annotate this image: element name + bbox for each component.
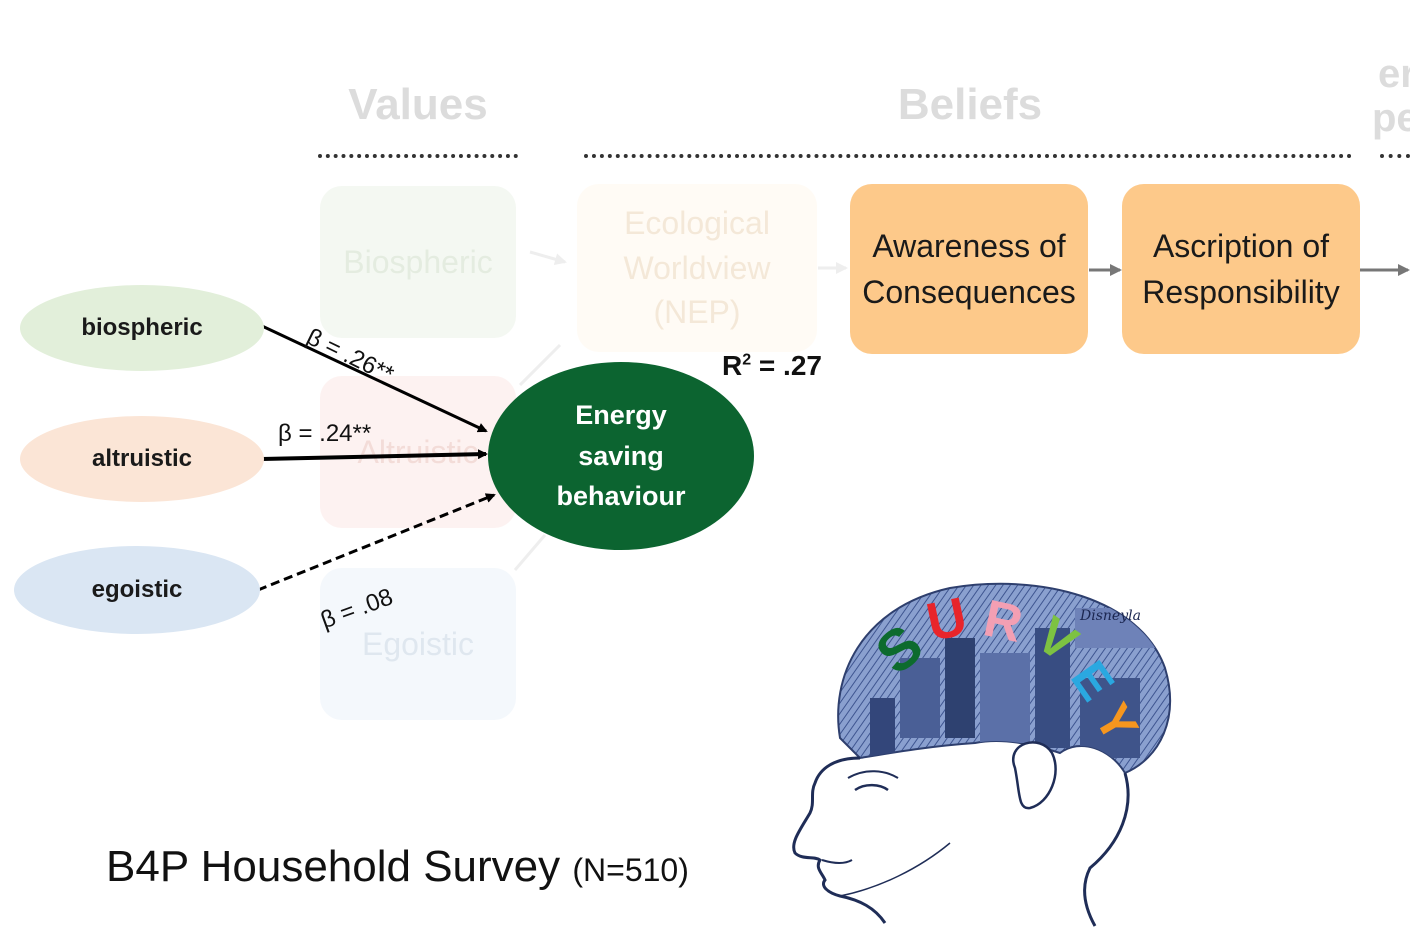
faded-arrow-egoistic-nep [513, 534, 547, 571]
face-outline [792, 756, 887, 924]
ascription-line2: Responsibility [1142, 274, 1340, 310]
brain-buildings [870, 608, 1165, 758]
r-squared-r: R [722, 350, 743, 381]
faded-arrow-biospheric-nep [529, 250, 567, 266]
values-heading: Values [348, 80, 488, 129]
ascription-of-responsibility-box: Ascription of Responsibility [1122, 184, 1360, 354]
awareness-line1: Awareness of [872, 227, 1066, 264]
egoistic-node: egoistic [14, 546, 260, 634]
norms-heading-top: er [1378, 52, 1410, 96]
faded-egoistic-box: Egoistic [320, 568, 516, 720]
outcome-line1: Energy [575, 400, 667, 431]
beliefs-underline [584, 154, 1352, 158]
r-squared-sup: 2 [742, 351, 752, 369]
biospheric-node: biospheric [20, 285, 264, 371]
faded-nep-box: Ecological Worldview (NEP) [577, 184, 817, 352]
neck-back [1083, 772, 1130, 927]
faded-biospheric-label: Biospheric [343, 243, 493, 280]
faded-arrow-altruistic-nep [518, 343, 562, 387]
path-arrow-biospheric [261, 324, 488, 433]
r-squared-value: = .27 [751, 350, 822, 381]
faded-nep-line3: (NEP) [653, 294, 741, 331]
awareness-of-consequences-box: Awareness of Consequences [850, 184, 1088, 354]
survey-head-illustration: Disneyla S U R V E Y [792, 582, 1171, 927]
values-underline [318, 154, 518, 158]
egoistic-node-label: egoistic [91, 576, 183, 603]
disneyland-sign: Disneyla [1079, 608, 1141, 624]
ascription-line1: Ascription of [1152, 227, 1330, 264]
path-arrow-altruistic [261, 449, 488, 461]
survey-title-text: B4P Household Survey [106, 842, 561, 891]
biospheric-node-label: biospheric [81, 314, 203, 341]
outcome-line3: behaviour [556, 481, 686, 512]
survey-sample-size: (N=510) [572, 852, 689, 888]
eye [854, 783, 889, 792]
faded-biospheric-box: Biospheric [320, 186, 516, 338]
awareness-line2: Consequences [862, 274, 1076, 310]
faded-altruistic-label: Altruistic [357, 433, 479, 470]
beliefs-heading: Beliefs [897, 80, 1043, 129]
beta-altruistic-label: β = .24** [278, 420, 372, 447]
energy-saving-behaviour-node: Energy saving behaviour [488, 362, 754, 550]
altruistic-node: altruistic [20, 416, 264, 502]
jaw [839, 842, 951, 897]
mouth [821, 859, 853, 864]
norms-heading-bottom: pe [1372, 96, 1410, 140]
outcome-line2: saving [578, 440, 664, 471]
r-squared-label: R2 = .27 [722, 350, 822, 382]
path-arrow-egoistic [257, 493, 496, 592]
ear [1012, 741, 1057, 810]
altruistic-node-label: altruistic [91, 445, 193, 472]
faded-nep-line1: Ecological [624, 204, 770, 241]
eyebrow [847, 770, 899, 779]
survey-title: B4P Household Survey (N=510) [106, 842, 689, 892]
norms-underline [1380, 154, 1410, 158]
faded-egoistic-label: Egoistic [361, 625, 475, 662]
faded-nep-line2: Worldview [623, 249, 771, 286]
